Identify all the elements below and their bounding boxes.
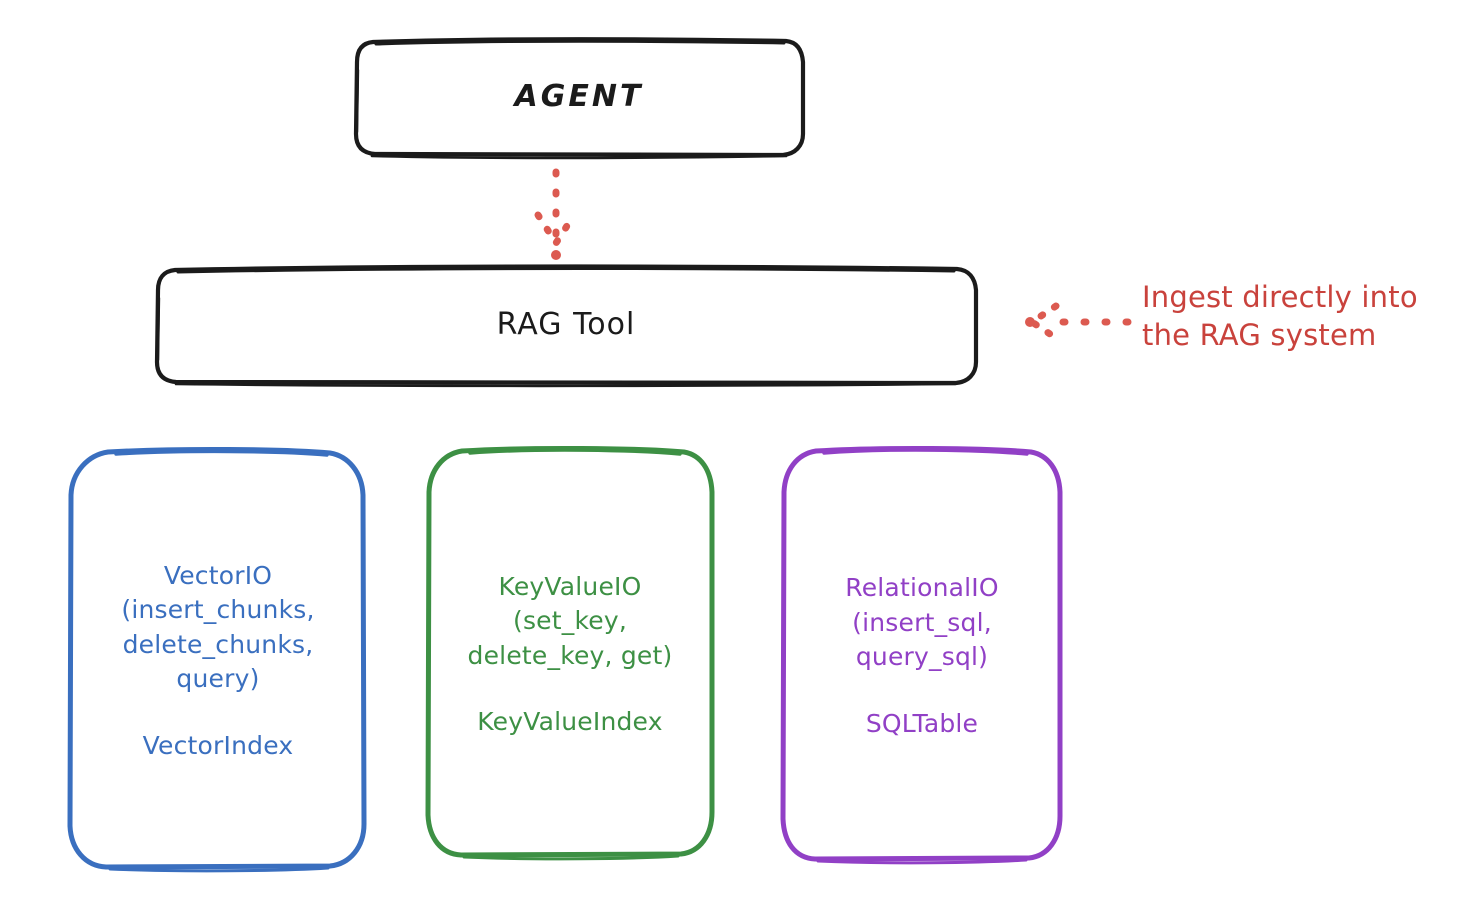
key-value-io-box-outline: [425, 445, 715, 861]
node-vector-io[interactable]: VectorIO (insert_chunks, delete_chunks, …: [70, 450, 366, 868]
node-vector-io-sublabel: VectorIndex: [142, 730, 294, 760]
node-relational-io-label: RelationalIO (insert_sql, query_sql): [845, 573, 999, 672]
node-relational-io[interactable]: RelationalIO (insert_sql, query_sql) SQL…: [783, 450, 1061, 859]
node-rag-tool-label: RAG Tool: [496, 307, 636, 343]
connector-agent-to-rag-tool: [534, 168, 578, 260]
connector-annotation-to-rag-tool: [1025, 302, 1132, 342]
node-agent-label: AGENT: [514, 79, 644, 115]
rag-tool-box-outline: [154, 264, 979, 388]
agent-box-outline: [353, 37, 806, 160]
node-rag-tool[interactable]: RAG Tool: [155, 268, 977, 383]
node-key-value-io-label: KeyValueIO (set_key, delete_key, get): [467, 571, 673, 670]
node-relational-io-sublabel: SQLTable: [865, 708, 979, 738]
relational-io-box-outline: [780, 445, 1063, 865]
node-key-value-io-sublabel: KeyValueIndex: [477, 707, 663, 737]
node-vector-io-label: VectorIO (insert_chunks, delete_chunks, …: [121, 560, 315, 694]
node-key-value-io[interactable]: KeyValueIO (set_key, delete_key, get) Ke…: [428, 450, 712, 856]
annotation-ingest-directly: Ingest directly into the RAG system: [1142, 280, 1418, 353]
node-agent[interactable]: AGENT: [355, 40, 803, 155]
vector-io-box-outline: [67, 446, 367, 873]
